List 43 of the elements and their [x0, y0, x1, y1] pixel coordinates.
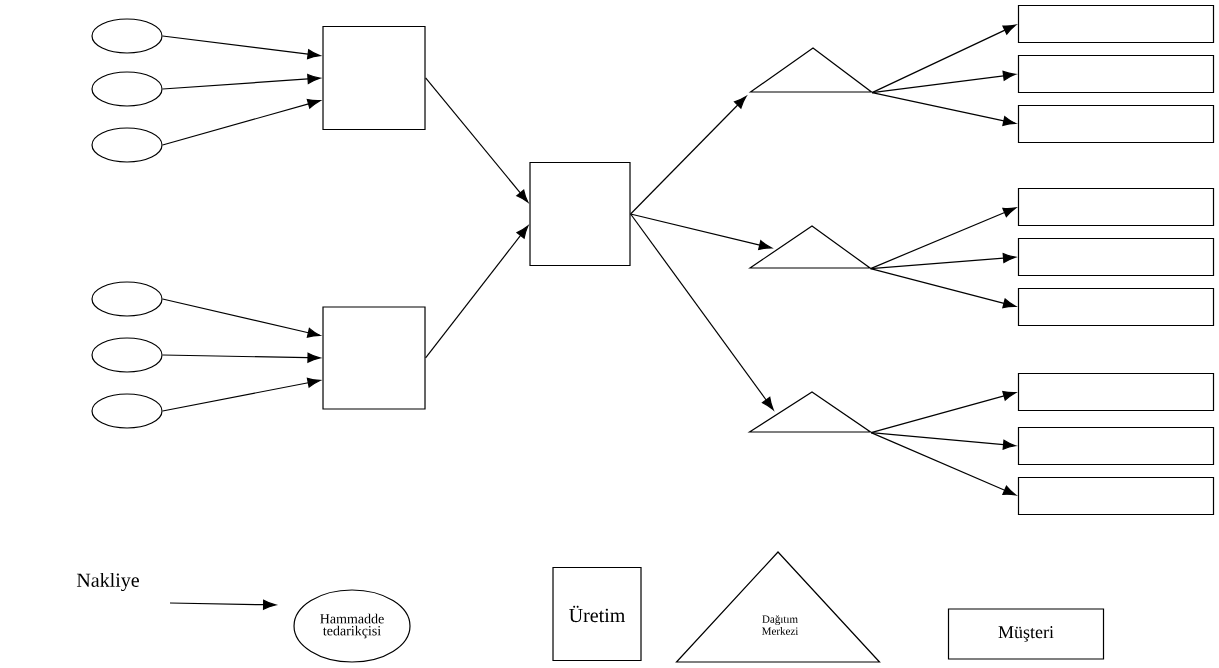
arrow [871, 24, 1017, 94]
arrow [162, 352, 321, 363]
ellipse-node [91, 71, 163, 107]
box-node [1017, 104, 1215, 144]
box-node [1017, 4, 1215, 44]
ellipse-node [91, 393, 163, 429]
box-node [1017, 187, 1215, 227]
arrow [162, 377, 321, 412]
ellipse-node: Hammadde tedarikçisi [293, 589, 411, 663]
box-node [1017, 372, 1215, 412]
arrow [162, 298, 321, 338]
ellipse-node [91, 127, 163, 163]
arrow [870, 390, 1017, 434]
arrow [870, 432, 1016, 450]
node-label: Nakliye [76, 572, 139, 592]
arrow [870, 432, 1017, 496]
arrow [870, 207, 1017, 270]
arrow [630, 95, 747, 215]
ellipse-node [91, 18, 163, 54]
arrow [630, 213, 774, 411]
arrow [169, 599, 277, 610]
box-node: Üretim [552, 566, 642, 662]
arrow [162, 99, 321, 146]
ellipse-node [91, 337, 163, 373]
arrow [870, 253, 1016, 270]
box-node [1017, 54, 1215, 94]
arrow [871, 92, 1017, 126]
triangle-node: Dağıtım Merkezi [675, 551, 881, 663]
box-node [1017, 287, 1215, 327]
box-node [322, 306, 426, 410]
ellipse-node [91, 281, 163, 317]
arrow [870, 267, 1017, 309]
box-node [322, 25, 426, 131]
box-node [529, 161, 631, 267]
arrow [630, 213, 772, 250]
box-node: Müşteri [947, 608, 1105, 660]
box-node [1017, 426, 1215, 466]
arrow [425, 225, 529, 359]
box-node [1017, 237, 1215, 277]
box-node [1017, 476, 1215, 516]
arrow [162, 35, 321, 60]
arrow [162, 73, 321, 90]
arrow [425, 77, 529, 203]
